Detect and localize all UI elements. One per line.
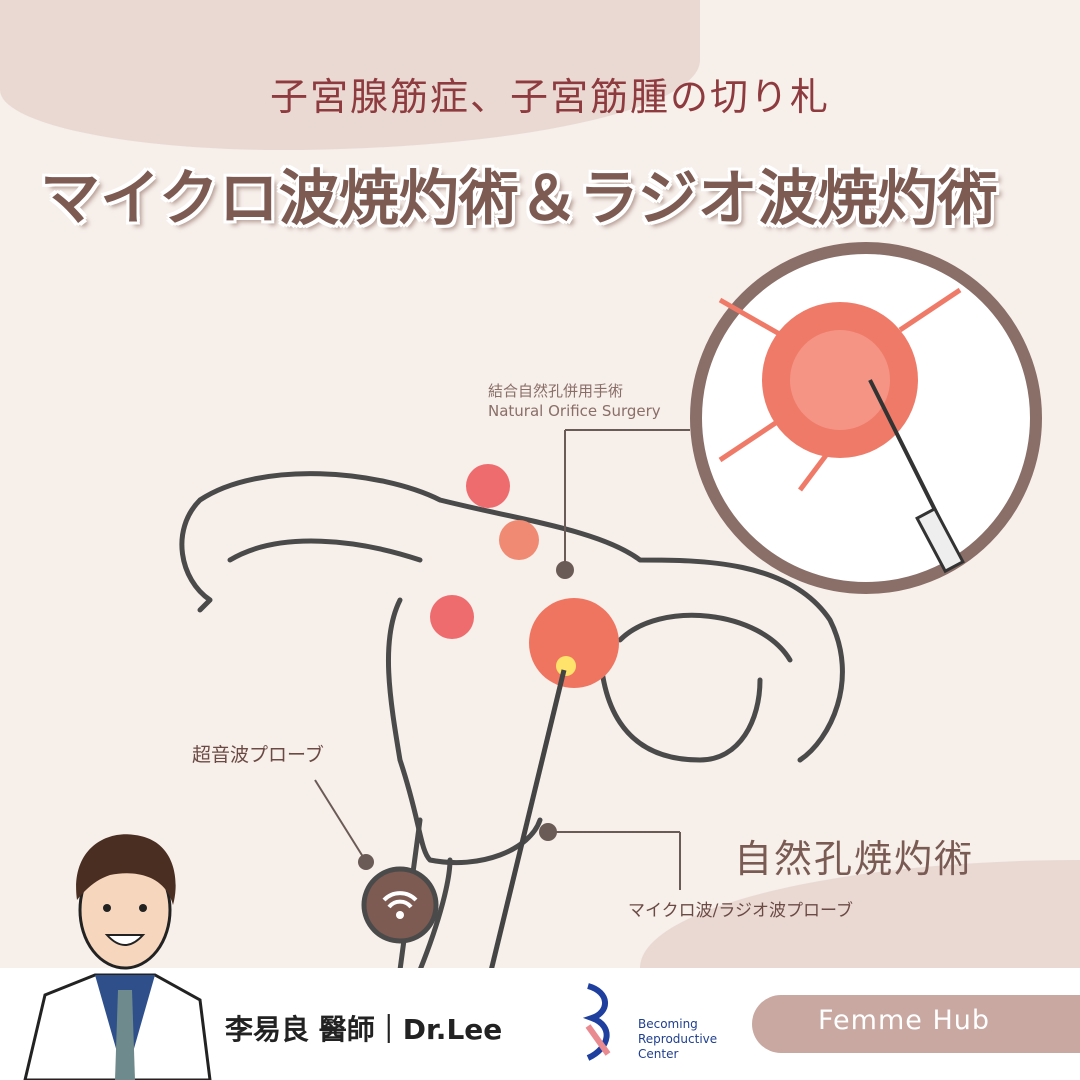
callout-top-en: Natural Orifice Surgery: [488, 402, 661, 420]
procedure-name: 自然孔焼灼術: [734, 837, 975, 881]
doctor-name: 李易良 醫師｜Dr.Lee: [225, 1013, 503, 1046]
ablation-needle: [487, 669, 567, 976]
fibroid-icons: [430, 464, 619, 688]
center-name: Becoming Reproductive Center: [638, 1017, 717, 1062]
brand-pill: Femme Hub: [752, 995, 1080, 1053]
uterus-outline: [179, 471, 845, 866]
ablation-probe-label: マイクロ波/ラジオ波プローブ: [628, 901, 854, 921]
magnified-view: [690, 242, 1042, 594]
callout-top-ja: 結合自然孔併用手術: [488, 382, 624, 400]
center-line: Center: [638, 1047, 679, 1061]
doctor-avatar: [23, 834, 212, 1080]
center-line: Becoming: [638, 1017, 698, 1031]
page-title: マイクロ波焼灼術＆ラジオ波焼灼術: [40, 164, 998, 234]
ultrasound-probe-label: 超音波プローブ: [192, 744, 324, 766]
center-line: Reproductive: [638, 1032, 718, 1046]
brc-logo-icon: [582, 983, 611, 1061]
ultrasound-probe-icon: [361, 866, 439, 944]
subtitle: 子宮腺筋症、子宮筋腫の切り札: [270, 75, 831, 119]
